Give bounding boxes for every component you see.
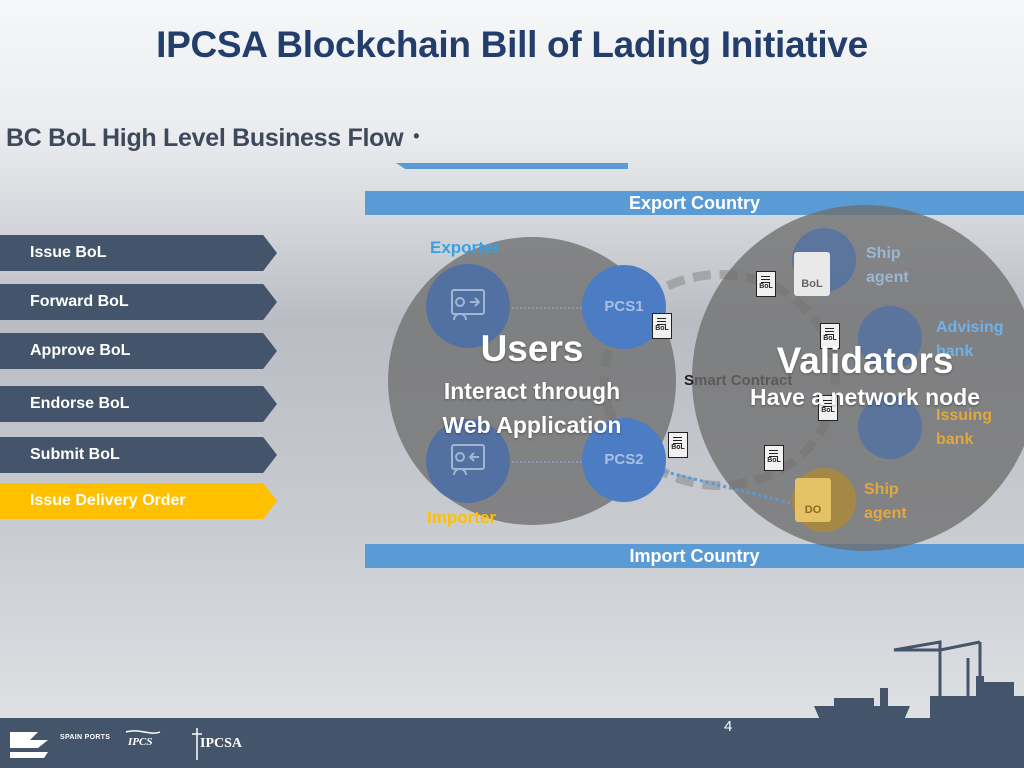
users-heading: Users	[480, 328, 584, 369]
validators-heading: Validators	[776, 340, 954, 381]
advising-bank-label: Advising bank	[936, 319, 1004, 360]
step-endorse-bol[interactable]: Endorse BoL	[0, 386, 277, 422]
ship-agent-top-label: Ship agent	[866, 245, 909, 286]
validators-circle	[692, 205, 1024, 551]
users-description: Interact through Web Application	[388, 374, 676, 442]
importer-computer-user-icon	[426, 419, 510, 503]
users-desc-line1: Interact through	[443, 378, 621, 404]
section-subtitle: BC BoL High Level Business Flow •	[6, 124, 420, 153]
importer-pcs2-connector	[512, 461, 582, 463]
subtitle-text: BC BoL High Level Business Flow	[6, 124, 404, 152]
subtitle-bullet: •	[413, 126, 420, 146]
ipcsa-logo-text: IPCSA	[200, 736, 243, 751]
export-country-band: Export Country	[365, 191, 1024, 215]
exporter-computer-user-icon	[426, 264, 510, 348]
bol-document-icon: BoL	[820, 323, 840, 349]
ipcsa-logo-icon	[192, 728, 202, 760]
exporter-pcs1-connector	[512, 307, 582, 309]
smart-contract-rest: mart Contract	[694, 372, 793, 389]
pcs2-node: PCS2	[582, 418, 666, 502]
importer-label: Importer	[427, 508, 496, 527]
footer-bar	[0, 718, 1024, 768]
bol-document-icon: BoL	[764, 445, 784, 471]
step-issue-bol[interactable]: Issue BoL	[0, 235, 277, 271]
spain-ports-logo-text: SPAIN PORTS	[60, 734, 111, 741]
step-approve-bol[interactable]: Approve BoL	[0, 333, 277, 369]
bol-document-icon: BoL	[818, 395, 838, 421]
exporter-label: Exporter	[430, 238, 500, 257]
import-country-band: Import Country	[365, 544, 1024, 568]
port-crane-ship-icon	[814, 640, 1024, 720]
bol-large-document-icon: BoL	[794, 252, 830, 296]
subtitle-underline	[396, 163, 628, 169]
bol-document-icon: BoL	[668, 432, 688, 458]
step-issue-delivery-order[interactable]: Issue Delivery Order	[0, 483, 277, 519]
delivery-order-document-icon: DO	[795, 478, 831, 522]
step-submit-bol[interactable]: Submit BoL	[0, 437, 277, 473]
bol-document-icon: BoL	[652, 313, 672, 339]
page-title: IPCSA Blockchain Bill of Lading Initiati…	[156, 24, 868, 65]
ipcs-logo-text: IPCS	[128, 736, 153, 748]
smart-contract-initial: S	[684, 372, 695, 389]
page-number: 4	[724, 718, 733, 735]
users-desc-line2: Web Application	[442, 412, 622, 438]
smart-contract-label: Smart Contract	[684, 372, 792, 389]
issuing-bank-label: Issuing bank	[936, 407, 993, 448]
bol-document-icon: BoL	[756, 271, 776, 297]
validators-description: Have a network node	[749, 384, 981, 410]
ship-agent-bottom-label: Ship agent	[864, 481, 907, 522]
step-forward-bol[interactable]: Forward BoL	[0, 284, 277, 320]
spain-ports-logo-icon	[10, 732, 48, 758]
issuing-bank-icon	[858, 395, 922, 459]
advising-bank-icon	[858, 306, 922, 370]
ipcs-logo-icon	[125, 730, 161, 734]
